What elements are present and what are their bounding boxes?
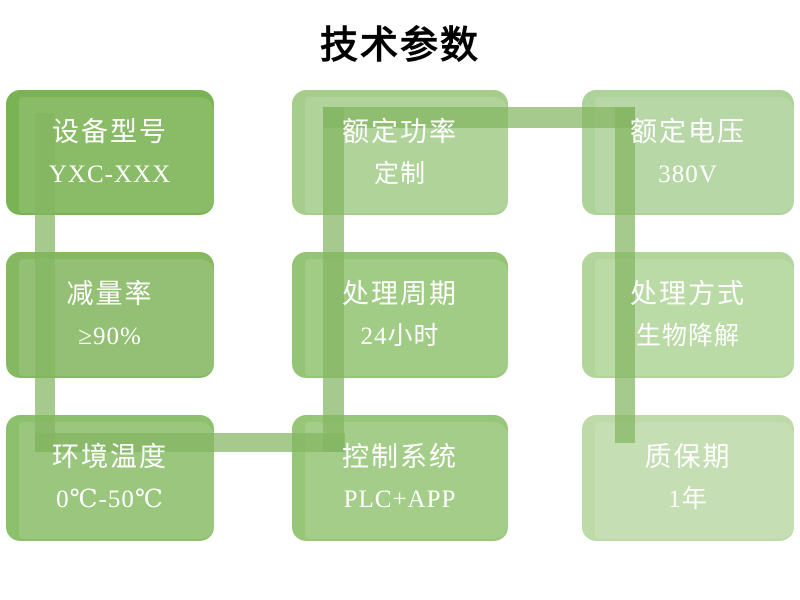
box-label: 额定功率 (342, 116, 458, 147)
box-label: 额定电压 (630, 116, 746, 147)
box-value: 24小时 (360, 323, 440, 350)
box-value: YXC-XXX (48, 160, 172, 188)
box-value: PLC+APP (343, 486, 457, 513)
box-label: 设备型号 (52, 116, 168, 147)
connector-segment-down-col1 (35, 113, 55, 452)
box-value: 380V (658, 160, 718, 188)
spec-box-processing-method: 处理方式 生物降解 (582, 252, 794, 378)
box-label: 控制系统 (342, 442, 458, 472)
box-value: 生物降解 (635, 323, 740, 350)
box-value: ≥90% (78, 323, 142, 350)
box-value: 定制 (373, 160, 426, 188)
box-label: 处理方式 (630, 279, 746, 309)
box-label: 减量率 (66, 279, 154, 309)
spec-box-warranty: 质保期 1年 (582, 415, 794, 541)
connector-segment-down-col3 (615, 107, 635, 443)
box-value: 0℃-50℃ (56, 486, 164, 513)
connector-segment-right-row1 (323, 107, 635, 128)
connector-segment-right-row3 (35, 433, 345, 452)
box-value: 1年 (668, 486, 708, 513)
box-label: 质保期 (644, 442, 732, 472)
box-label: 处理周期 (342, 279, 458, 309)
page-title: 技术参数 (319, 25, 480, 67)
connector-segment-up-col2 (323, 107, 344, 452)
box-label: 环境温度 (52, 442, 168, 472)
